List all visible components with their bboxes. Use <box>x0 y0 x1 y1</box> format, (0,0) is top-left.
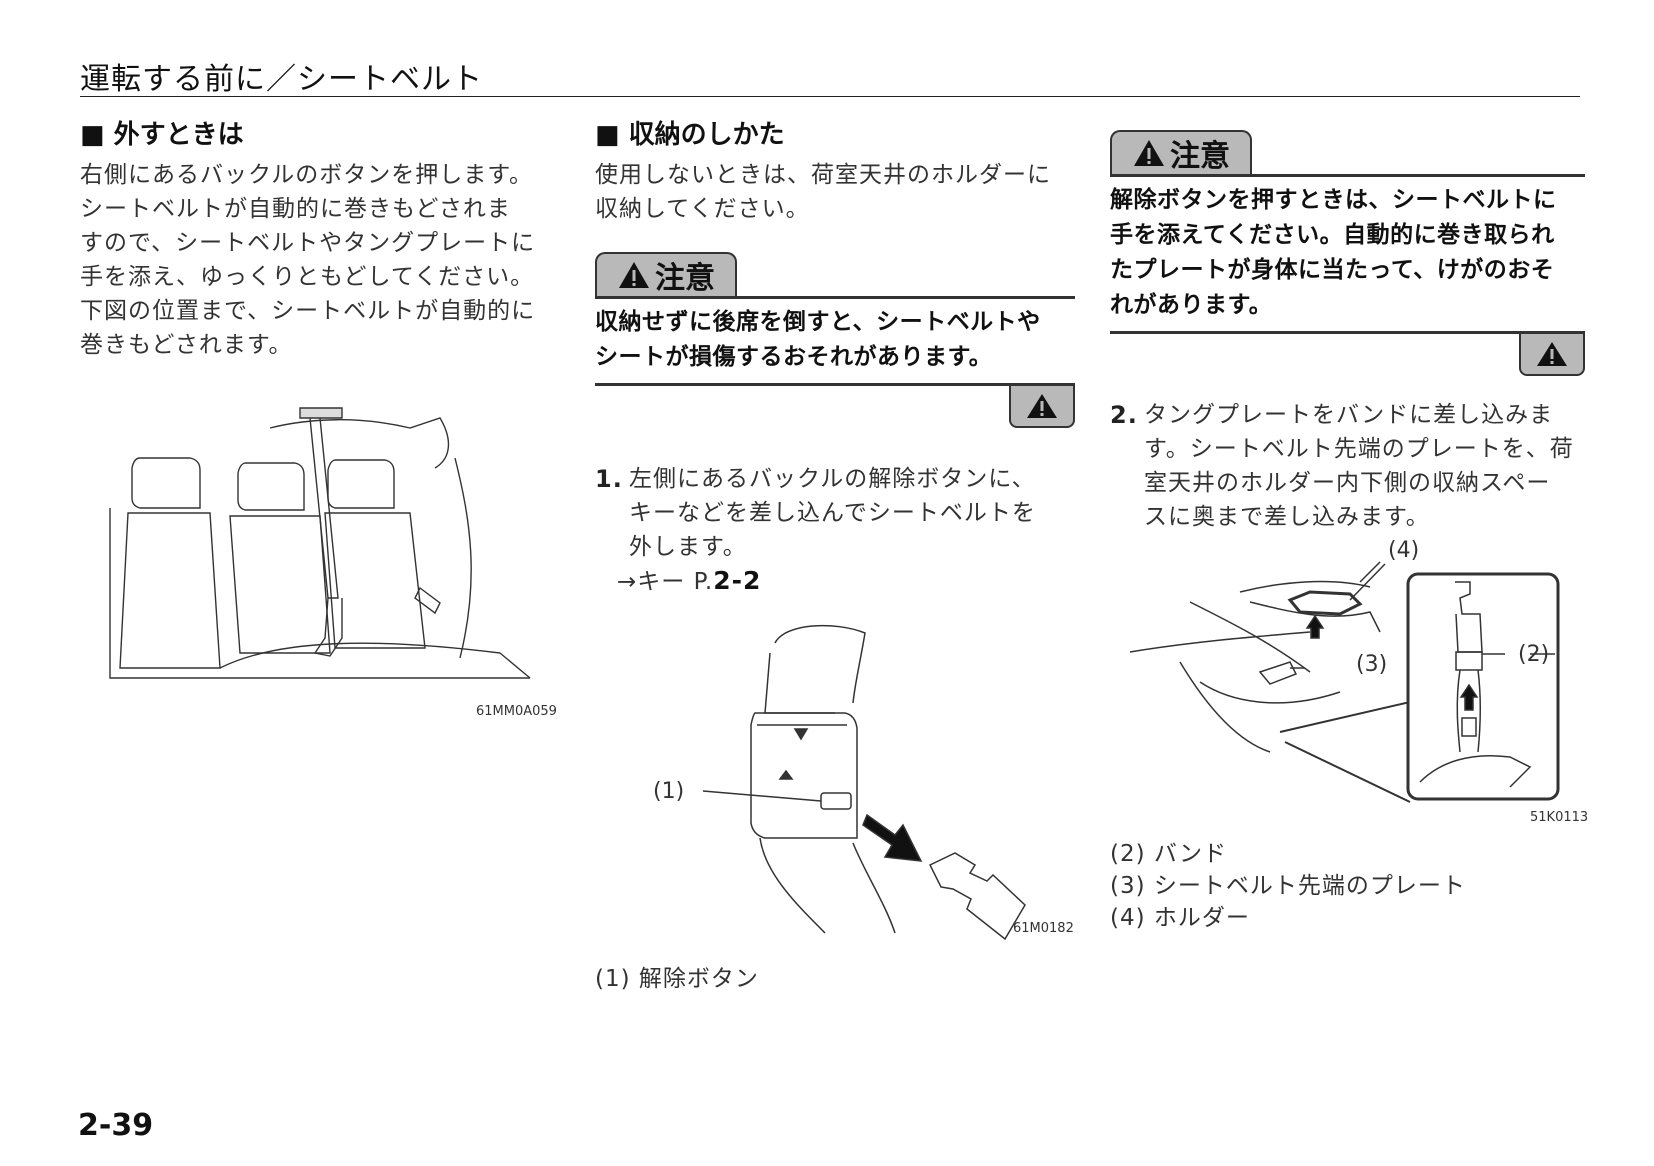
divider <box>595 383 1075 386</box>
figure-code: 61MM0A059 <box>476 704 557 719</box>
storage-instructions: 使用しないときは、荷室天井のホルダーに 収納してください。 <box>595 158 1075 226</box>
figure-code: 61M0182 <box>1013 921 1074 936</box>
column-left: ■ 外すときは 右側にあるバックルのボタンを押します。 シートベルトが自動的に巻… <box>80 118 560 719</box>
caution-title: 注意 <box>1170 139 1230 174</box>
legend-item: (4) ホルダー <box>1110 905 1250 931</box>
text-line: 巻きもどされます。 <box>80 332 293 358</box>
warning-tab-small <box>1009 386 1075 428</box>
section-heading-remove: ■ 外すときは <box>80 120 244 150</box>
column-middle: ■ 収納のしかた 使用しないときは、荷室天井のホルダーに 収納してください。 注… <box>595 118 1075 995</box>
warning-triangle-icon <box>1537 342 1567 366</box>
divider <box>595 296 1075 299</box>
text-line: 収納してください。 <box>595 196 810 222</box>
text-line: タングプレートをバンドに差し込みま <box>1144 402 1554 428</box>
legend-item: (2) バンド <box>1110 841 1228 867</box>
warning-tab-small <box>1519 334 1585 376</box>
warning-triangle-icon <box>1027 394 1057 418</box>
text-line: シートベルトが自動的に巻きもどされま <box>80 196 511 222</box>
text-line: す。シートベルト先端のプレートを、荷 <box>1144 436 1574 462</box>
text-line: 手を添えてください。自動的に巻き取られ <box>1110 222 1555 248</box>
callout-label: (1) <box>653 779 685 804</box>
step-1: 1. 左側にあるバックルの解除ボタンに、 キーなどを差し込んでシートベルトを 外… <box>595 462 1075 599</box>
step-2: 2. タングプレートをバンドに差し込みま す。シートベルト先端のプレートを、荷 … <box>1110 398 1585 534</box>
rear-seat-figure: 61MM0A059 <box>80 398 560 719</box>
text-line: 左側にあるバックルの解除ボタンに、 <box>629 466 1036 492</box>
section-heading-storage: ■ 収納のしかた <box>595 120 785 150</box>
legend-item: (3) シートベルト先端のプレート <box>1110 873 1466 899</box>
caution-text: 収納せずに後席を倒すと、シートベルトや シートが損傷するおそれがあります。 <box>595 305 1075 375</box>
caution-box-release: 注意 解除ボタンを押すときは、シートベルトに 手を添えてください。自動的に巻き取… <box>1110 130 1585 376</box>
divider <box>1110 174 1585 177</box>
text-line: 右側にあるバックルのボタンを押します。 <box>80 162 534 188</box>
text-line: キーなどを差し込んでシートベルトを <box>629 500 1036 526</box>
figure-code: 51K0113 <box>1530 810 1589 825</box>
divider <box>1110 331 1585 334</box>
caution-title: 注意 <box>655 261 715 296</box>
callout-label: (4) <box>1388 538 1420 563</box>
page-title: 運転する前に／シートベルト <box>80 62 483 97</box>
warning-triangle-icon <box>1134 140 1164 166</box>
text-line: 使用しないときは、荷室天井のホルダーに <box>595 162 1051 188</box>
text-line: 収納せずに後席を倒すと、シートベルトや <box>595 309 1041 335</box>
holder-illustration <box>1129 561 1560 803</box>
text-line: 外します。 <box>629 534 747 560</box>
text-line: スに奥まで差し込みます。 <box>1144 504 1430 530</box>
text-line: 手を添え、ゆっくりともどしてください。 <box>80 264 535 290</box>
reference-prefix: →キー P. <box>617 569 714 595</box>
warning-triangle-icon <box>619 262 649 288</box>
remove-instructions: 右側にあるバックルのボタンを押します。 シートベルトが自動的に巻きもどされま す… <box>80 158 560 362</box>
reference-page: 2-2 <box>713 566 762 595</box>
column-right: 注意 解除ボタンを押すときは、シートベルトに 手を添えてください。自動的に巻き取… <box>1110 130 1589 934</box>
callout-label: (3) <box>1356 652 1388 677</box>
text-line: 下図の位置まで、シートベルトが自動的に <box>80 298 536 324</box>
figure-legend: (1) 解除ボタン <box>595 963 1075 995</box>
caution-box-storage: 注意 収納せずに後席を倒すと、シートベルトや シートが損傷するおそれがあります。 <box>595 252 1075 428</box>
rear-seat-illustration <box>109 407 531 679</box>
text-line: たプレートが身体に当たって、けがのおそ <box>1110 257 1555 283</box>
text-line: 室天井のホルダー内下側の収納スペー <box>1144 470 1551 496</box>
step-number: 1. <box>595 465 623 493</box>
text-line: シートが損傷するおそれがあります。 <box>595 344 993 370</box>
key-reference-link[interactable]: →キー P.2-2 <box>617 564 1075 599</box>
caution-tab: 注意 <box>1110 130 1252 174</box>
holder-figure: (4) (3) (2) 51K0113 <box>1110 538 1589 832</box>
figure-legend: (2) バンド (3) シートベルト先端のプレート (4) ホルダー <box>1110 838 1585 934</box>
buckle-key-figure: (1) 61M0182 <box>595 603 1075 963</box>
step-number: 2. <box>1110 401 1138 429</box>
legend-item: (1) 解除ボタン <box>595 966 759 992</box>
buckle-key-illustration <box>702 624 1026 941</box>
text-line: 解除ボタンを押すときは、シートベルトに <box>1110 187 1557 213</box>
page-number: 2-39 <box>78 1108 154 1143</box>
caution-tab: 注意 <box>595 252 737 296</box>
caution-text: 解除ボタンを押すときは、シートベルトに 手を添えてください。自動的に巻き取られ … <box>1110 183 1585 323</box>
callout-label: (2) <box>1518 642 1550 667</box>
page-header: 運転する前に／シートベルト <box>80 52 1580 97</box>
text-line: れがあります。 <box>1110 292 1273 318</box>
text-line: すので、シートベルトやタングプレートに <box>80 230 536 256</box>
